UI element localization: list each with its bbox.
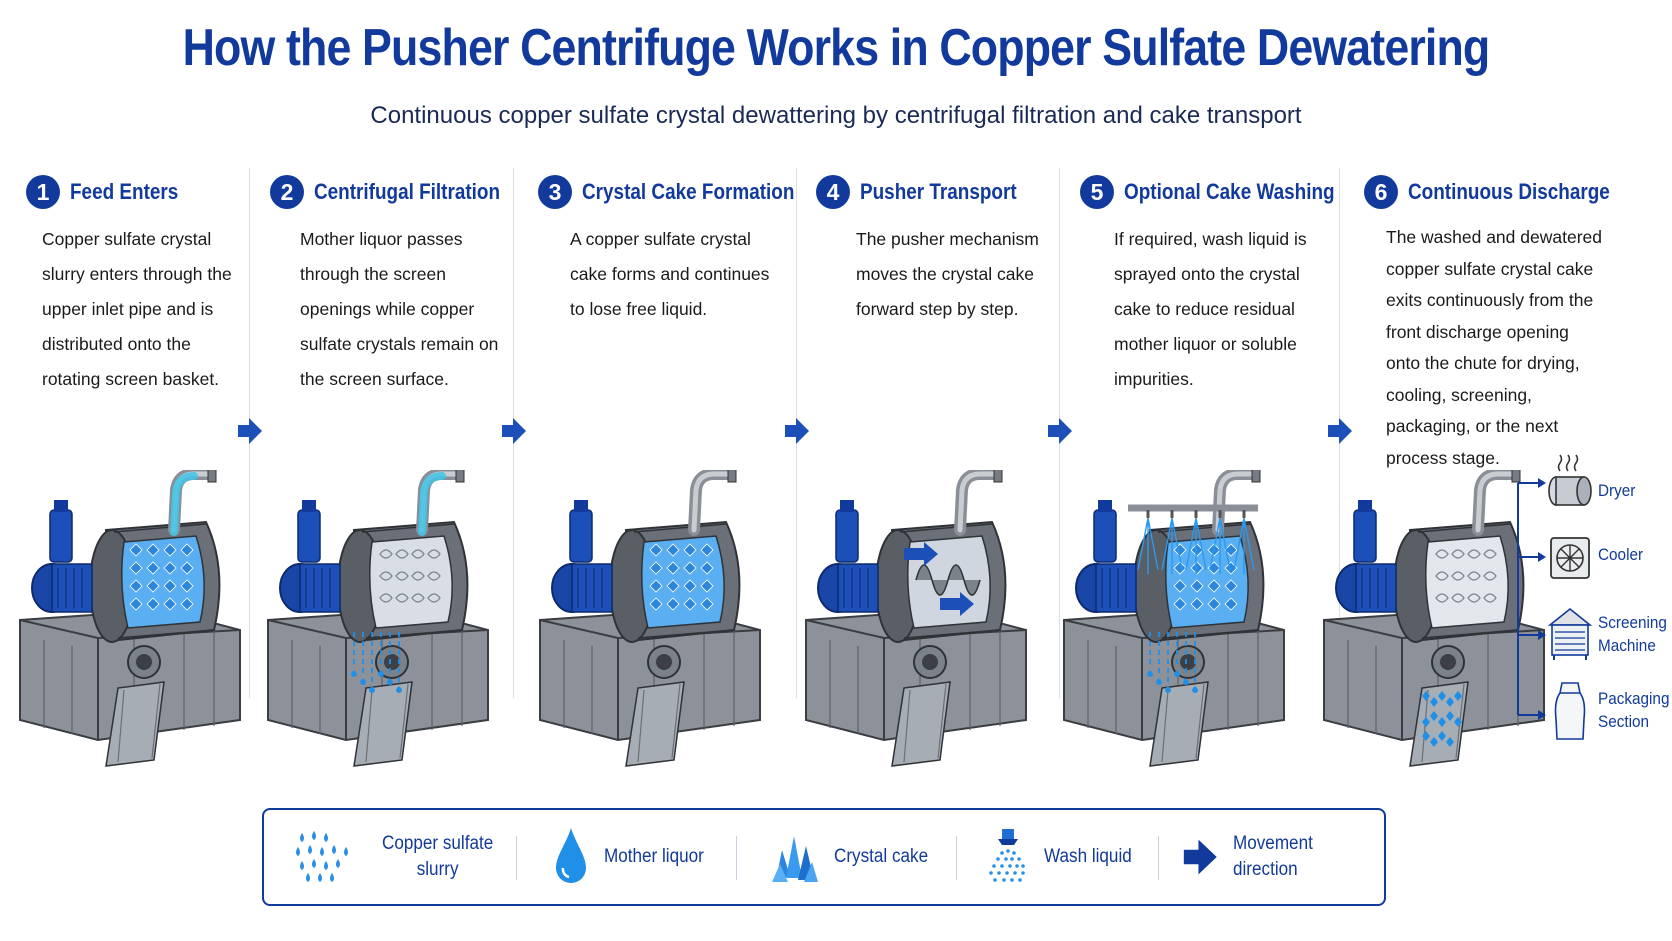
- step-number: 6: [1364, 175, 1398, 209]
- output-branch-lines: [1517, 478, 1546, 720]
- slurry-drops-icon: [296, 831, 348, 882]
- centrifuge-illustration-cake: [539, 470, 761, 767]
- legend-item-movement-direction: Movement direction: [1182, 810, 1384, 904]
- step-number: 2: [270, 175, 304, 209]
- step-3: 3 Crystal Cake Formation A copper sulfate…: [538, 170, 794, 327]
- legend-label: Mother liquor: [604, 846, 704, 867]
- page-subtitle: Continuous copper sulfate crystal dewatt…: [370, 102, 1302, 129]
- cooler-icon: [1550, 537, 1590, 579]
- centrifuge-illustration-filtration: [267, 470, 489, 767]
- step-number: 5: [1080, 175, 1114, 209]
- spray-nozzle-icon: [989, 829, 1025, 882]
- step-title: Crystal Cake Formation: [582, 179, 795, 204]
- flow-arrow-icon: [238, 418, 262, 444]
- legend-item-wash-liquid: Wash liquid: [986, 810, 1142, 904]
- dryer-icon: [1548, 454, 1592, 506]
- packaging-section-icon: [1554, 682, 1586, 740]
- legend-label: Crystal cake: [834, 846, 929, 867]
- step-6: 6 Continuous Discharge The washed and dew…: [1364, 170, 1624, 474]
- legend-item-mother-liquor: Mother liquor: [554, 810, 715, 904]
- legend-separator: [736, 836, 737, 880]
- step-number: 4: [816, 175, 850, 209]
- legend-item-crystal-cake: Crystal cake: [770, 810, 939, 904]
- centrifuge-illustration-pusher: [805, 470, 1027, 767]
- output-label: Dryer: [1598, 481, 1636, 500]
- centrifuge-illustration-washing: [1063, 470, 1285, 767]
- output-cooler: Cooler: [1510, 531, 1670, 591]
- step-title: Centrifugal Filtration: [314, 179, 501, 204]
- flow-arrow-icon: [785, 418, 809, 444]
- step-title: Feed Enters: [70, 179, 179, 204]
- flow-arrow-icon: [502, 418, 526, 444]
- step-number: 1: [26, 175, 60, 209]
- output-dryer: Dryer: [1510, 454, 1670, 515]
- centrifuge-illustration-feed: [19, 470, 241, 767]
- step-title: Optional Cake Washing: [1124, 179, 1335, 204]
- step-title: Pusher Transport: [860, 179, 1017, 204]
- output-label: Cooler: [1598, 545, 1644, 564]
- step-2: 2 Centrifugal Filtration Mother liquor pa…: [270, 170, 510, 397]
- flow-arrow-icon: [1048, 418, 1072, 444]
- centrifuge-illustration-discharge: [1323, 470, 1545, 767]
- legend-separator: [516, 836, 517, 880]
- page-title: How the Pusher Centrifuge Works in Coppe…: [182, 19, 1491, 77]
- liquid-drop-icon: [556, 828, 586, 883]
- step-5: 5 Optional Cake Washing If required, wash…: [1080, 170, 1335, 397]
- legend-label: Wash liquid: [1044, 846, 1132, 867]
- legend-separator: [1158, 836, 1159, 880]
- screening-machine-icon: [1547, 607, 1593, 660]
- arrow-right-icon: [1183, 839, 1217, 875]
- step-number: 3: [538, 175, 572, 209]
- crystal-icon: [772, 836, 818, 882]
- legend-label: Movement direction: [1232, 833, 1313, 880]
- flow-arrow-icon: [1328, 418, 1352, 444]
- legend-separator: [956, 836, 957, 880]
- step-title: Continuous Discharge: [1408, 179, 1610, 204]
